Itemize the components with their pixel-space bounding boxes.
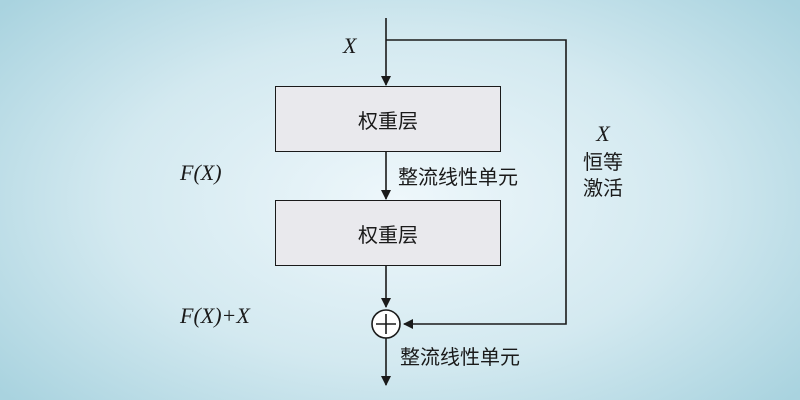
input-x-label: X: [343, 33, 357, 58]
skip-connection-line: [386, 39, 567, 329]
fx-plus-x-label: F(X)+X: [180, 303, 250, 328]
identity-activation-label: X 恒等 激活: [573, 120, 633, 201]
weight-layer-1: 权重层: [275, 86, 501, 152]
weight-layer-2-label: 权重层: [358, 222, 418, 247]
fx-label-text: F(X): [180, 160, 222, 185]
weight-layer-2: 权重层: [275, 200, 501, 266]
identity-x-label: X: [596, 121, 610, 146]
relu-label-2: 整流线性单元: [400, 345, 520, 369]
weight-layer-1-label: 权重层: [358, 108, 418, 133]
identity-line-2: 激活: [583, 175, 623, 200]
relu-label-1: 整流线性单元: [398, 165, 518, 189]
identity-line-1: 恒等: [583, 149, 623, 174]
fx-label: F(X): [180, 160, 222, 186]
sum-node-icon: [371, 309, 401, 339]
